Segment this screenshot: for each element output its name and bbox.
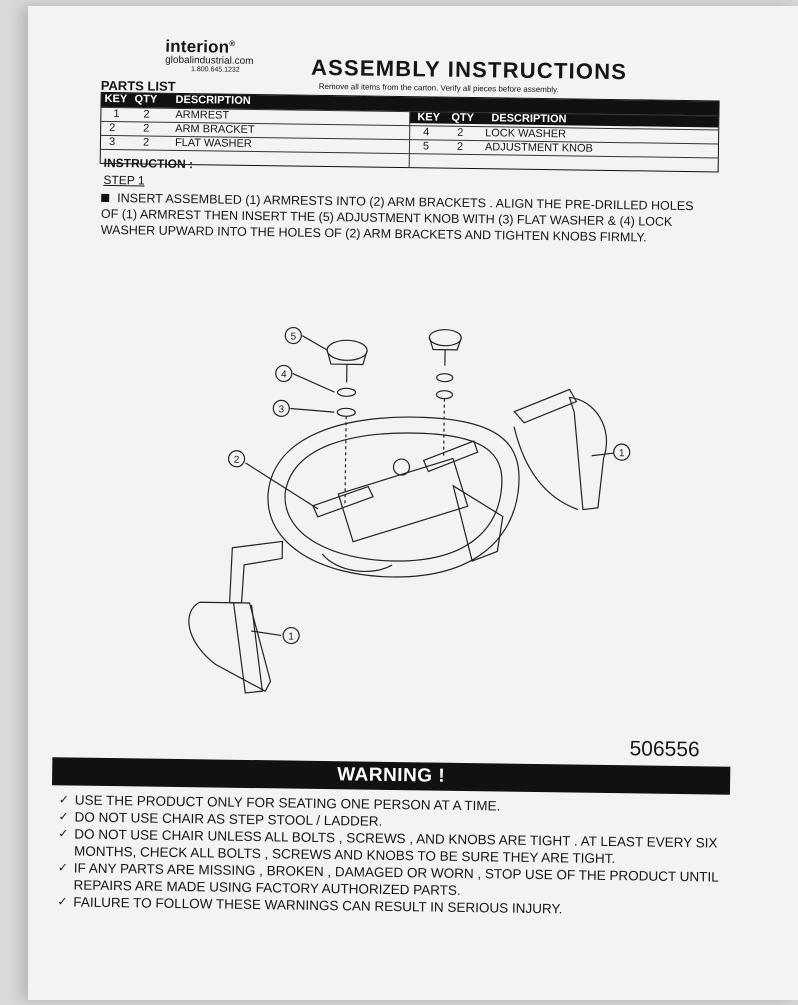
part-qty: 2 <box>143 136 149 148</box>
knob-left-top <box>327 340 367 361</box>
lock-washer-right <box>437 374 453 382</box>
leader-line-2 <box>245 463 319 509</box>
seat-frame-outer <box>267 415 520 579</box>
warning-list: USE THE PRODUCT ONLY FOR SEATING ONE PER… <box>57 791 727 919</box>
callout-1-left: 1 <box>288 632 294 643</box>
part-qty: 2 <box>143 108 149 120</box>
armrest-right-pad <box>514 389 576 424</box>
leader-line-1-right <box>592 453 614 456</box>
step-text: INSERT ASSEMBLED (1) ARMRESTS INTO (2) A… <box>101 191 694 244</box>
model-code: 506556 <box>629 737 699 762</box>
part-key: 3 <box>109 136 115 148</box>
callout-2: 2 <box>234 455 240 466</box>
callout-3: 3 <box>278 404 284 415</box>
callout-1-right: 1 <box>619 448 625 459</box>
header-description: DESCRIPTION <box>175 94 250 107</box>
arm-bracket-left <box>313 486 373 518</box>
armrest-left-post <box>232 603 263 693</box>
step-instructions: INSERT ASSEMBLED (1) ARMRESTS INTO (2) A… <box>101 190 710 246</box>
part-qty: 2 <box>457 127 463 139</box>
flat-washer-right <box>436 391 452 399</box>
leader-line-4 <box>293 374 335 393</box>
armrest-right-loop <box>568 397 607 510</box>
assembly-diagram: 5 4 3 2 1 1 <box>170 312 655 709</box>
flat-washer-left <box>337 408 355 416</box>
logo-registered-mark: ® <box>229 39 235 48</box>
leader-line-5 <box>302 336 327 350</box>
callout-4: 4 <box>281 369 287 380</box>
part-key: 2 <box>109 122 115 134</box>
part-qty: 2 <box>143 122 149 134</box>
part-desc: ARM BRACKET <box>175 123 255 136</box>
knob-right-top <box>429 329 461 345</box>
callout-5: 5 <box>290 332 296 343</box>
armrest-left-pad <box>230 541 283 604</box>
armrest-right-arc <box>513 427 579 510</box>
header-qty: QTY <box>135 93 158 105</box>
document-title: ASSEMBLY INSTRUCTIONS <box>311 55 627 85</box>
header-key: KEY <box>105 93 128 105</box>
part-key: 5 <box>423 140 429 152</box>
logo-site: globalindustrial.com <box>165 55 285 68</box>
step-label: STEP 1 <box>103 173 144 188</box>
gas-lift-post <box>393 459 409 475</box>
arm-bracket-right <box>423 440 477 472</box>
part-desc: LOCK WASHER <box>485 127 566 140</box>
part-qty: 2 <box>457 141 463 153</box>
tilt-mechanism <box>338 458 467 541</box>
instruction-heading: INSTRUCTION : <box>104 156 194 171</box>
part-desc: ARMREST <box>175 109 229 122</box>
interion-logo: interion® globalindustrial.com 1.800.645… <box>165 37 286 81</box>
part-key: 4 <box>423 126 429 138</box>
warning-title: WARNING ! <box>52 757 730 794</box>
lock-washer-left <box>337 388 355 396</box>
seat-frame-inner <box>284 431 502 562</box>
logo-phone: 1.800.645.1232 <box>191 66 285 74</box>
assembly-line-right <box>444 399 445 456</box>
logo-brand: interion <box>165 37 229 57</box>
square-bullet-icon <box>101 194 109 202</box>
armrest-left-loop <box>188 602 272 691</box>
part-key: 1 <box>113 108 119 120</box>
leader-line-3 <box>290 409 334 413</box>
part-desc: FLAT WASHER <box>175 137 252 150</box>
adjustment-lever <box>322 554 392 572</box>
part-desc: ADJUSTMENT KNOB <box>485 141 593 155</box>
mechanism-plate <box>452 486 503 562</box>
